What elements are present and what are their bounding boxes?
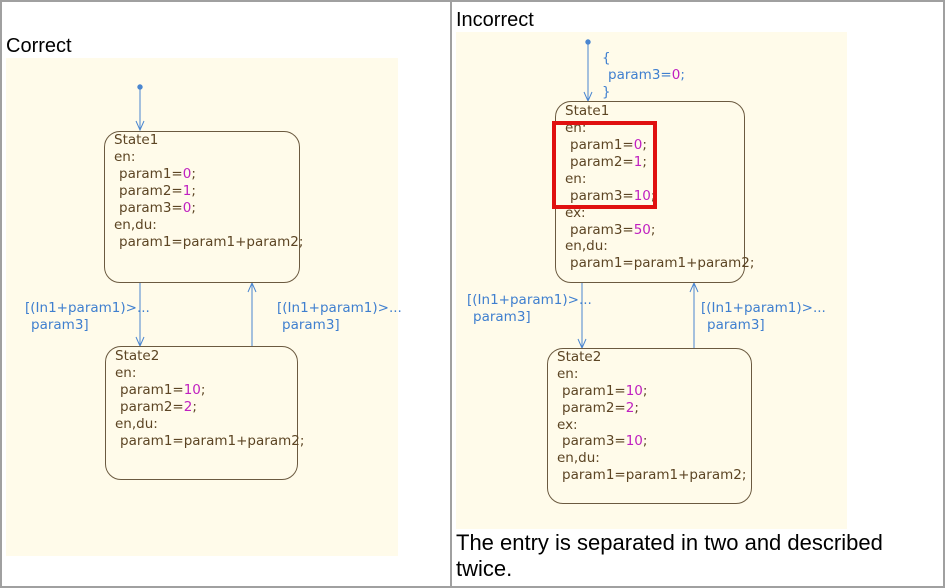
left-state2-param1: param1=10; <box>120 382 206 398</box>
right-transition-up-arrowhead <box>689 281 699 293</box>
error-highlight-box <box>552 121 657 209</box>
right-state1-ex-label: ex: <box>565 205 586 221</box>
right-diagram-canvas <box>456 32 847 529</box>
right-state1-param1: param1=0; <box>570 137 647 153</box>
right-transition-down-label-line2[interactable]: param3] <box>473 309 531 325</box>
left-transition-up-label-line2[interactable]: param3] <box>282 317 340 333</box>
left-state2-sum: param1=param1+param2; <box>120 433 305 449</box>
left-state1-sum: param1=param1+param2; <box>119 234 304 250</box>
left-default-transition-arrowhead <box>135 120 145 132</box>
right-state2-en-label: en: <box>557 366 579 382</box>
right-default-action-body[interactable]: param3=0; <box>608 67 685 83</box>
left-state1-param2: param2=1; <box>119 183 196 199</box>
left-state2-name: State2 <box>115 348 160 364</box>
left-state2-endu-label: en,du: <box>115 416 158 432</box>
left-transition-up-label-line1[interactable]: [(In1+param1)>... <box>277 300 402 316</box>
right-state1-endu-label: en,du: <box>565 238 608 254</box>
left-state2-en-label: en: <box>115 365 137 381</box>
left-state2-box[interactable] <box>105 346 298 480</box>
left-state2-param2: param2=2; <box>120 399 197 415</box>
right-default-action-open[interactable]: { <box>602 50 611 66</box>
incorrect-explanation-note: The entry is separated in two and descri… <box>456 530 883 581</box>
right-state2-param1: param1=10; <box>562 383 648 399</box>
right-state2-sum: param1=param1+param2; <box>562 467 747 483</box>
right-default-transition-dot <box>585 39 591 45</box>
right-state1-sum: param1=param1+param2; <box>570 255 755 271</box>
left-state1-endu-label: en,du: <box>114 217 157 233</box>
right-panel-title: Incorrect <box>456 9 534 31</box>
right-default-action-close[interactable]: } <box>602 84 611 100</box>
right-transition-up-label-line2[interactable]: param3] <box>707 317 765 333</box>
right-state1-param3b: param3=50; <box>570 222 656 238</box>
left-state1-name: State1 <box>114 132 159 148</box>
left-state1-param1: param1=0; <box>119 166 196 182</box>
right-state2-param2: param2=2; <box>562 400 639 416</box>
right-state1-param2: param2=1; <box>570 154 647 170</box>
left-diagram-canvas <box>6 58 398 556</box>
right-transition-down-label-line1[interactable]: [(In1+param1)>... <box>467 292 592 308</box>
left-panel-title: Correct <box>6 35 72 57</box>
left-transition-down-label-line1[interactable]: [(In1+param1)>... <box>25 300 150 316</box>
left-state1-en-label: en: <box>114 149 136 165</box>
right-state2-name: State2 <box>557 349 602 365</box>
right-state2-ex-label: ex: <box>557 417 578 433</box>
right-transition-up-label-line1[interactable]: [(In1+param1)>... <box>701 300 826 316</box>
right-state2-endu-label: en,du: <box>557 450 600 466</box>
right-state1-en2-label: en: <box>565 171 587 187</box>
left-state1-param3: param3=0; <box>119 200 196 216</box>
right-state1-name: State1 <box>565 103 610 119</box>
right-state2-param3: param3=10; <box>562 433 648 449</box>
right-state2-box[interactable] <box>547 348 752 504</box>
right-panel-frame <box>450 0 945 588</box>
left-state1-box[interactable] <box>104 131 300 283</box>
left-transition-down-label-line2[interactable]: param3] <box>31 317 89 333</box>
left-transition-up-arrowhead <box>247 281 257 293</box>
